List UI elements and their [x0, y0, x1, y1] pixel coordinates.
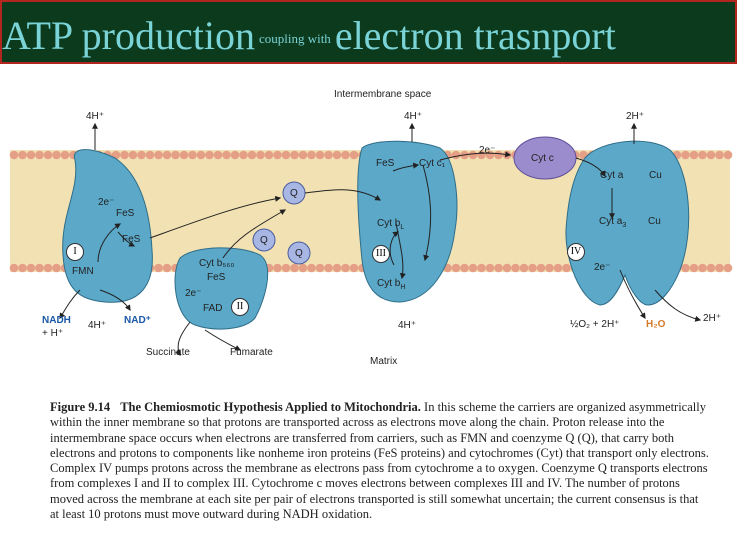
q-label-3: Q: [295, 248, 303, 259]
complex-iv-protons-top: 2H⁺: [626, 111, 645, 122]
complex-iii-numeral: III: [372, 245, 390, 263]
q-label-2: Q: [260, 235, 268, 246]
complex-ii-cyt-label: Cyt b₅₆₀: [199, 258, 235, 269]
complex-iv-numeral: IV: [567, 243, 585, 261]
cu-label-1: Cu: [649, 170, 662, 181]
cyt-a-label: Cyt a: [600, 170, 624, 181]
q-circle-2: [252, 228, 276, 252]
q-label-1: Q: [290, 188, 298, 199]
complex-i-fes1-label: FeS: [116, 208, 135, 219]
complex-iii-protons-bottom: 4H⁺: [398, 320, 417, 331]
cyt-bh-label: Cyt bH: [377, 278, 406, 291]
fad-label: FAD: [203, 303, 223, 314]
figure-caption: Figure 9.14 The Chemiosmotic Hypothesis A…: [50, 400, 710, 522]
nadh-label: NADH: [42, 315, 71, 326]
cyt-c-label: Cyt c: [531, 153, 554, 164]
electron-transport-diagram: [9, 122, 733, 357]
complex-i-fes2-label: FeS: [122, 234, 141, 245]
cyt-bl-label: Cyt bL: [377, 218, 405, 231]
complex-i-protons-top: 4H⁺: [86, 111, 105, 122]
q-circle-3: [287, 241, 311, 265]
title-part-coupling: coupling with: [258, 31, 331, 46]
electron-flow-arrows: [59, 122, 702, 357]
complex-iv-e-label: 2e⁻: [594, 262, 611, 273]
complex-iii-protons-top: 4H⁺: [404, 111, 423, 122]
complex-ii-e-label: 2e⁻: [185, 288, 202, 299]
complex-i-numeral: I: [66, 243, 84, 261]
complex-i-e-label: 2e⁻: [98, 197, 115, 208]
cyt-c1-label: Cyt c₁: [419, 158, 446, 169]
fumarate-label: Fumarate: [230, 347, 273, 358]
complex-i-shape: [62, 149, 153, 303]
cyt-a3-label: Cyt a3: [599, 216, 627, 229]
cu-label-2: Cu: [648, 216, 661, 227]
complex-ii-numeral: II: [231, 298, 249, 316]
figure-caption-text: In this scheme the carriers are organize…: [50, 400, 709, 522]
title-part-electron: electron trasnport: [334, 13, 616, 58]
nad-label: NAD⁺: [124, 315, 151, 326]
figure-number: Figure 9.14: [50, 400, 111, 414]
figure-title: The Chemiosmotic Hypothesis Applied to M…: [120, 400, 421, 414]
complex-i-protons-bottom: 4H⁺: [88, 320, 107, 331]
succinate-label: Succinate: [146, 347, 190, 358]
cytc-e-label: 2e⁻: [479, 145, 496, 156]
nadh-h-label: + H⁺: [42, 328, 64, 339]
intermembrane-space-label: Intermembrane space: [334, 89, 432, 100]
oxygen-label: ½O₂ + 2H⁺: [570, 319, 620, 330]
complex-iv-protons-right: 2H⁺: [703, 313, 722, 324]
title-part-atp: ATP production: [2, 13, 255, 58]
complex-iii-fes-label: FeS: [376, 158, 395, 169]
complex-ii-fes-label: FeS: [207, 272, 226, 283]
complex-iv-shape: [565, 140, 690, 306]
title-banner: [0, 0, 737, 64]
fmn-label: FMN: [72, 266, 94, 277]
matrix-label: Matrix: [370, 356, 398, 367]
water-label: H₂O: [646, 319, 666, 330]
